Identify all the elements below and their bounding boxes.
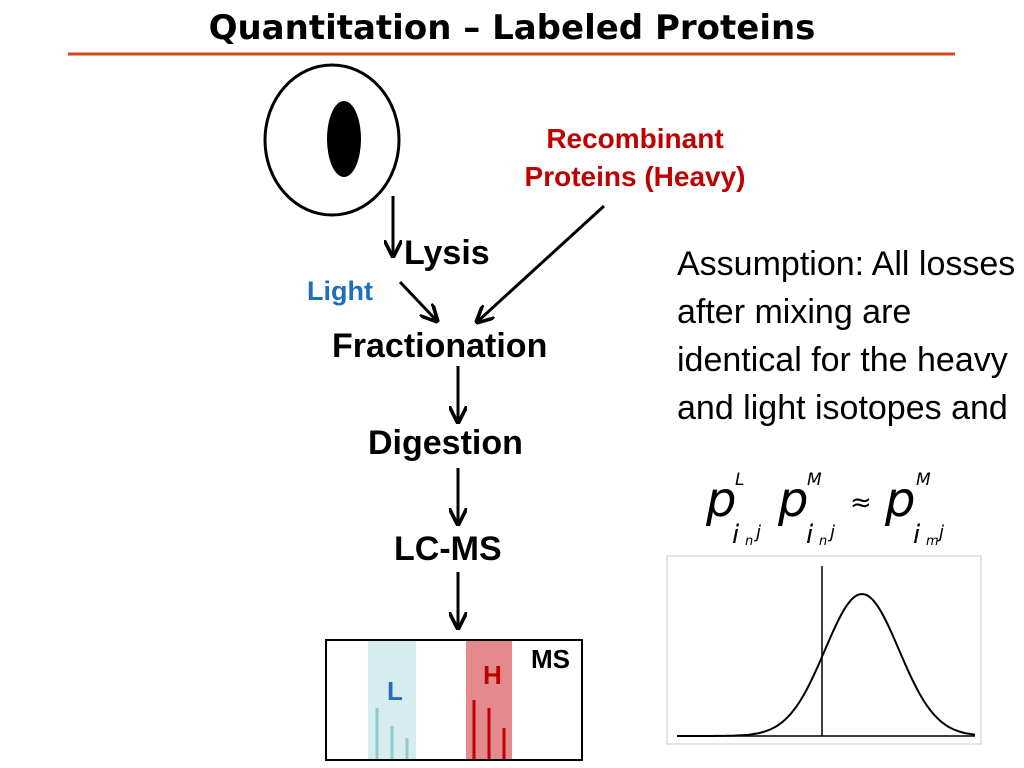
fractionation-label: Fractionation: [332, 327, 548, 365]
formula-p1: p: [706, 472, 737, 528]
arrow-light-to-fractionation: [398, 280, 437, 321]
formula-sup-M2: M: [916, 470, 931, 490]
formula-j1: j: [756, 522, 762, 543]
formula-sup-M1: M: [807, 470, 822, 490]
recombinant-line-1: Recombinant: [546, 123, 724, 154]
formula-approx: ≈: [850, 488, 872, 518]
formula-i3: i: [913, 520, 921, 550]
lysis-label: Lysis: [404, 234, 490, 272]
formula-m3: m: [926, 534, 939, 549]
formula-p2: p: [778, 472, 809, 528]
formula-n2: n: [819, 534, 828, 549]
formula-i1: i: [732, 520, 740, 550]
recombinant-proteins-label: Recombinant Proteins (Heavy): [470, 120, 800, 196]
ms-heavy-peak-label: H: [483, 660, 502, 690]
distribution-plot: [666, 555, 982, 745]
formula-j2: j: [830, 522, 836, 543]
ms-spectrum-panel: [325, 639, 583, 761]
light-peaks: [375, 708, 409, 760]
formula-p3: p: [885, 472, 916, 528]
heavy-peaks: [472, 700, 506, 760]
ms-panel-frame: [325, 639, 583, 761]
lcms-label: LC-MS: [394, 530, 502, 568]
formula-sup-L: L: [735, 470, 745, 490]
ms-label: MS: [531, 644, 570, 674]
assumption-text: Assumption: All losses after mixing are …: [677, 245, 1016, 427]
recombinant-line-2: Proteins (Heavy): [524, 161, 746, 192]
cell-icon: [263, 63, 401, 217]
formula-i2: i: [806, 520, 814, 550]
arrow-recombinant-to-fractionation: [477, 204, 606, 322]
digestion-label: Digestion: [368, 424, 523, 462]
formula-n1: n: [745, 534, 754, 549]
ms-light-peak-label: L: [387, 676, 403, 706]
slide-title: Quantitation – Labeled Proteins: [208, 8, 816, 48]
formula-j3: j: [939, 522, 945, 543]
light-label: Light: [307, 276, 373, 306]
gaussian-curve: [677, 593, 976, 737]
